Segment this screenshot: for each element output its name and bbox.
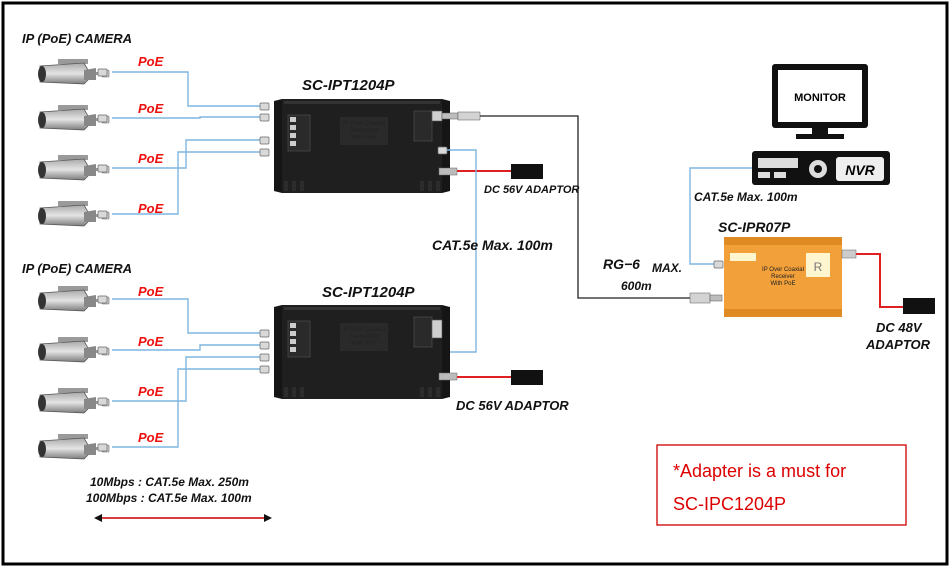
adaptor-48v-label-line2: ADAPTOR xyxy=(865,337,931,352)
monitor-label: MONITOR xyxy=(794,92,846,104)
receiver-device: R IP Over Coaxial Receiver With PoE xyxy=(724,237,857,317)
camera-group-title: IP (PoE) CAMERA xyxy=(22,31,132,46)
poe-label: PoE xyxy=(138,101,164,116)
poe-label: PoE xyxy=(138,334,164,349)
utp-cables xyxy=(112,71,268,215)
rg6-label: RG−6 xyxy=(603,256,640,272)
power-adaptor xyxy=(438,370,543,385)
svg-text:Receiver: Receiver xyxy=(771,274,795,280)
poe-label: PoE xyxy=(138,284,164,299)
svg-text:Transmitter: Transmitter xyxy=(349,334,379,340)
transmitter-name: SC-IPT1204P xyxy=(322,284,416,301)
poe-label: PoE xyxy=(138,384,164,399)
power-adaptor xyxy=(856,253,935,314)
adaptor-label: DC 56V ADAPTOR xyxy=(456,398,569,413)
adaptor-label: DC 56V ADAPTOR xyxy=(484,184,579,196)
transmitter-device: IP Over Coaxial Transmitter With PoE xyxy=(273,304,451,400)
nvr xyxy=(752,151,890,185)
camera-group-1: PoE PoE PoE PoE xyxy=(37,54,270,227)
poe-label: PoE xyxy=(138,151,164,166)
transmitter-name: SC-IPT1204P xyxy=(302,77,396,94)
transmitter-device: IP Over Coaxial Transmitter With PoE xyxy=(273,98,451,194)
cat5-link-label: CAT.5e Max. 100m xyxy=(432,237,553,253)
svg-text:R: R xyxy=(814,260,823,274)
rg6-length-label: 600m xyxy=(621,279,652,293)
svg-text:Transmitter: Transmitter xyxy=(349,128,379,134)
cat5-nvr-label: CAT.5e Max. 100m xyxy=(694,190,798,204)
camera-group-2: PoE PoE PoE PoE xyxy=(37,284,270,460)
power-adaptor xyxy=(438,164,543,179)
utp-nvr-cable xyxy=(689,167,752,269)
utp-link xyxy=(437,146,477,357)
svg-text:IP Over Coaxial: IP Over Coaxial xyxy=(762,267,804,273)
distance-note-line1: 10Mbps : CAT.5e Max. 250m xyxy=(90,475,249,489)
camera-group-title: IP (PoE) CAMERA xyxy=(22,261,132,276)
poe-label: PoE xyxy=(138,201,164,216)
svg-text:With PoE: With PoE xyxy=(770,281,795,287)
poe-label: PoE xyxy=(138,54,164,69)
receiver-name: SC-IPR07P xyxy=(718,219,791,235)
warning-box xyxy=(656,444,907,526)
warning-line1: *Adapter is a must for xyxy=(673,461,846,481)
coax-cable xyxy=(431,110,723,304)
adaptor-48v-label-line1: DC 48V xyxy=(876,320,923,335)
svg-text:With PoE: With PoE xyxy=(351,135,376,141)
svg-text:IP Over Coaxial: IP Over Coaxial xyxy=(343,121,385,127)
monitor xyxy=(772,64,868,139)
poe-label: PoE xyxy=(138,430,164,445)
distance-arrow xyxy=(94,514,272,522)
svg-text:IP Over Coaxial: IP Over Coaxial xyxy=(343,327,385,333)
rg6-max-label: MAX. xyxy=(652,261,682,275)
warning-line2: SC-IPC1204P xyxy=(673,494,786,514)
utp-cables xyxy=(112,298,268,448)
bnc-port xyxy=(431,319,443,339)
svg-text:With PoE: With PoE xyxy=(351,341,376,347)
nvr-label: NVR xyxy=(845,162,875,178)
distance-note-line2: 100Mbps : CAT.5e Max. 100m xyxy=(86,491,252,505)
